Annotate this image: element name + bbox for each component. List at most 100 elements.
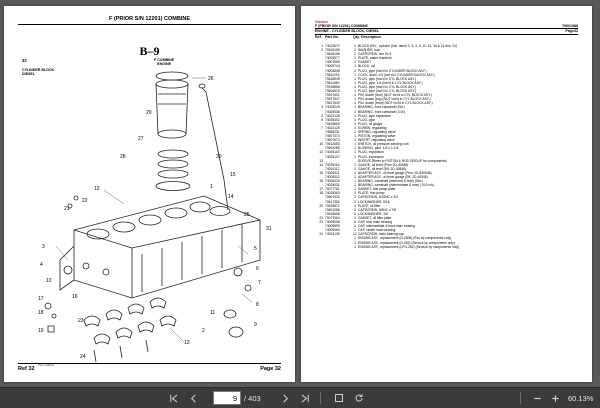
description: LOCKWASHER, 5/16 — [358, 199, 390, 204]
page-total: / 403 — [244, 393, 261, 403]
engine-block-drawing: 26 27 28 30 15 12 22 21 14 3 4 10 17 18 … — [38, 71, 272, 367]
part-code: 79001988 — [562, 24, 578, 29]
callout-30: 30 — [216, 154, 222, 160]
rotate-icon[interactable] — [352, 391, 366, 405]
part-number: 70618871 — [325, 203, 340, 208]
part-number: 74009744 — [325, 64, 340, 69]
zoom-out-icon[interactable] — [530, 391, 544, 405]
part-number: 74009098 — [325, 220, 340, 225]
description: GASKET — [358, 60, 372, 65]
last-page-icon[interactable] — [298, 391, 312, 405]
next-page-icon[interactable] — [278, 391, 292, 405]
section-label-line-2: DIESEL — [22, 72, 35, 77]
quantity: 2 — [354, 48, 356, 53]
callout-1: 1 — [210, 184, 213, 190]
part-number: 74507673 — [325, 138, 340, 143]
page-number-input[interactable]: 9 — [213, 391, 241, 405]
description: PIN, dowel (top) (NOT incl'd in CYL BLOC… — [358, 97, 431, 102]
description: PLATE, fuel pump — [358, 191, 385, 196]
quantity: 1 — [354, 105, 356, 110]
description: BLOCK, cyl — [358, 64, 376, 69]
ref-number: 12 — [319, 150, 323, 155]
first-page-icon[interactable] — [166, 391, 180, 405]
part-number: 70617620 — [325, 101, 340, 106]
quantity: 2 — [354, 211, 356, 216]
callout-26: 26 — [208, 76, 214, 82]
description: ADAPTER ASY., oil level gauge (Prior 2D-… — [358, 170, 432, 175]
description: CAP, center main bearing — [358, 228, 396, 233]
description: PLUG, oil gauge — [358, 121, 383, 126]
callout-10: 10 — [46, 278, 52, 284]
quantity: 1 — [354, 224, 356, 229]
quantity: 1 — [354, 166, 356, 171]
description: GASKET, oil filler plate — [358, 215, 392, 220]
callout-6: 6 — [256, 266, 259, 272]
part-number: 74022125 — [325, 125, 340, 130]
ref-number: 3 — [321, 105, 323, 110]
callout-27: 27 — [138, 136, 144, 142]
part-number: 70611215 — [325, 72, 340, 77]
quantity: 1 — [354, 179, 356, 184]
description: BUSHING, pipe, 1/2 x 1-1/4 — [358, 146, 399, 151]
description: COCK, drain, 1/4 (incl'd in CYLINDER BLO… — [358, 72, 435, 77]
fit-page-icon[interactable] — [332, 391, 346, 405]
figure-note: P0L-03808 — [38, 363, 54, 367]
prev-page-icon[interactable] — [186, 391, 200, 405]
part-number: 70601266 — [325, 207, 340, 212]
quantity: 1 — [354, 125, 356, 130]
part-number: 70617350 — [325, 199, 340, 204]
quantity: 1 — [354, 129, 356, 134]
quantity: 2 — [354, 199, 356, 204]
description: CAPSCREW, 5/16NC x 3/4 — [358, 195, 398, 200]
section-number: 32 — [22, 58, 27, 63]
description: INSERT, regulating valve — [358, 138, 395, 143]
part-number: 74035402 — [325, 117, 340, 122]
part-number: 74007669 — [325, 60, 340, 65]
quantity: 1 — [354, 142, 356, 147]
description: BEARING, front camshaft (Std.) — [358, 105, 405, 110]
section-label-line-1: CYLINDER BLOCK — [22, 68, 55, 72]
zoom-in-icon[interactable] — [548, 391, 562, 405]
description: CAP, intermediate & front main bearing — [358, 224, 415, 229]
ref-number: 22 — [319, 215, 323, 220]
part-number: 70618156 — [325, 52, 340, 57]
quantity: 1 — [354, 203, 356, 208]
zoom-level[interactable]: 60.13% — [568, 393, 594, 403]
quantity: 1 — [354, 72, 356, 77]
description: CAPSCREW, 3/8NC x 7/8 — [358, 207, 397, 212]
company-name: Gleaner — [315, 20, 329, 24]
callout-4: 4 — [40, 262, 43, 268]
callout-23: 23 — [78, 318, 84, 324]
description: LOCKWASHER, 3/8 — [358, 211, 388, 216]
part-number — [325, 245, 353, 249]
callout-12: 12 — [94, 186, 100, 192]
part-number: 70611850 — [325, 80, 340, 85]
part-number: 74009311 — [325, 170, 340, 175]
description: ENGINE ASY., replacement (D-262) (Servic… — [358, 240, 455, 245]
model-name: F (PRIOR S/N 12201) COMBINE — [315, 24, 368, 29]
quantity: 1 — [354, 93, 356, 98]
ref-number: 1 — [321, 44, 323, 48]
section-label: CYLINDER BLOCK DIESEL — [22, 68, 54, 77]
quantity: 1 — [354, 64, 356, 69]
